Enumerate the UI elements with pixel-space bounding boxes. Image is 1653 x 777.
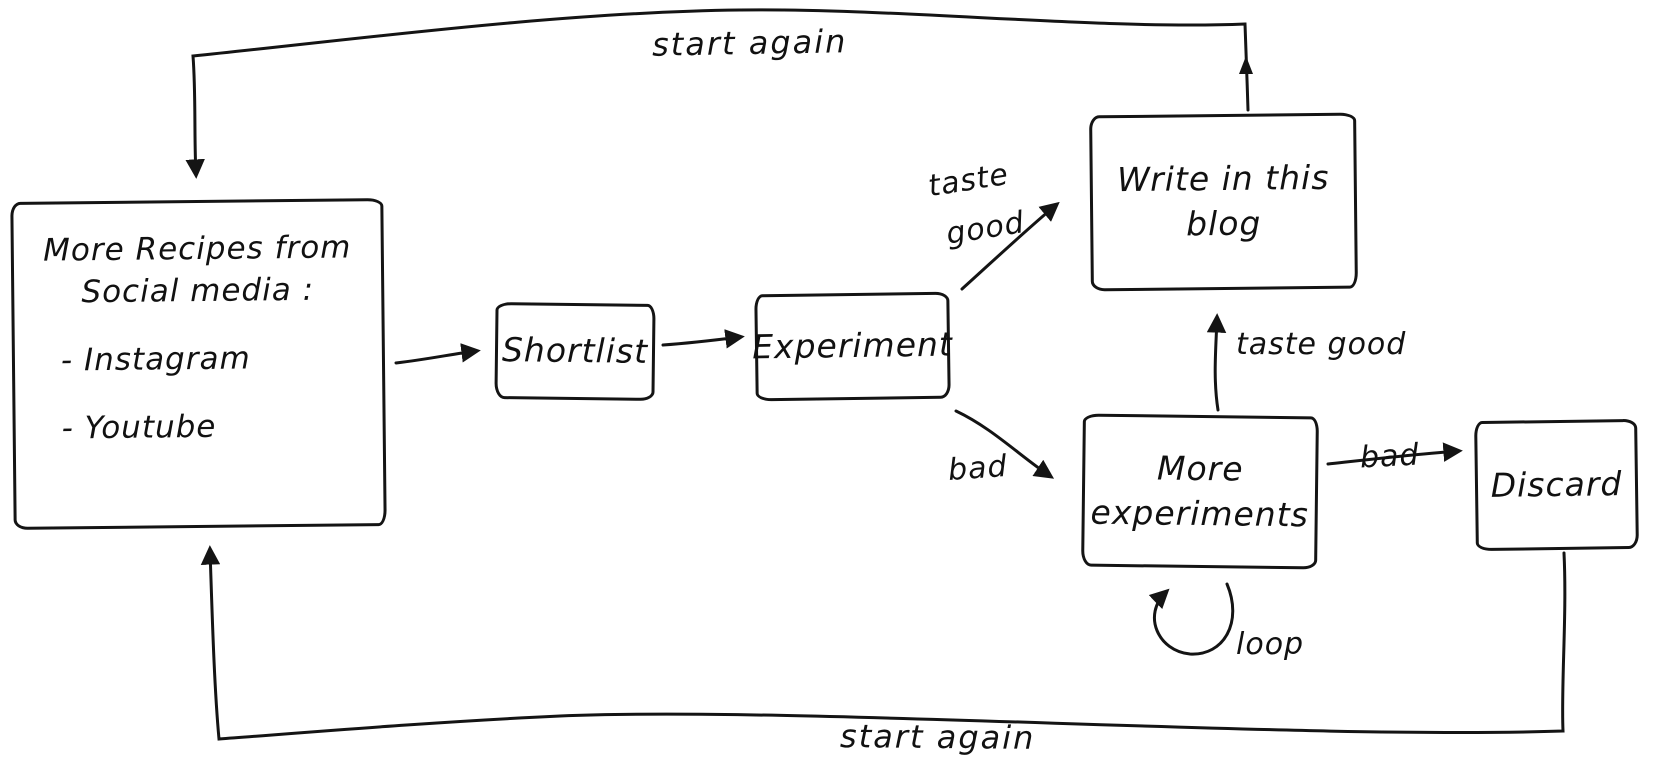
arrow-more-experiments-to-blog-taste-good [1206,313,1227,412]
arrow-shortlist-to-experiment [661,329,745,349]
blog-line-1: Write in this [1116,158,1330,200]
label-loop: loop [1236,627,1305,662]
experiment-label: Experiment [751,324,954,367]
source-bullet-instagram: - Instagram [60,340,251,379]
arrow-more-experiments-to-discard-bad [1326,442,1463,466]
arrow-experiment-to-blog-taste-good [960,201,1060,291]
node-shortlist: Shortlist [494,302,656,401]
source-line-1: More Recipes from [42,229,352,269]
more-experiments-line-2: experiments [1090,492,1310,534]
label-start-again-bottom: start again [839,717,1036,757]
arrow-self-loop [1148,582,1235,656]
blog-line-2: blog [1185,203,1262,244]
source-bullet-youtube: - Youtube [61,408,217,446]
arrow-experiment-to-more-experiments-bad [954,409,1055,479]
arrow-source-to-shortlist [394,343,481,365]
node-discard: Discard [1474,418,1639,552]
source-line-2: Social media : [81,271,315,311]
more-experiments-line-1: More [1156,448,1244,489]
arrow-start-again-bottom [200,545,1567,741]
shortlist-label: Shortlist [501,330,649,372]
source-bullet-list: - Instagram - Youtube [60,312,251,450]
arrow-start-again-top [185,8,1250,179]
node-write-in-this-blog: Write in this blog [1089,112,1358,292]
discard-label: Discard [1490,463,1623,505]
label-taste-good-right: taste good [1236,327,1407,362]
label-bad-to-more-experiments: bad [946,448,1009,489]
node-more-recipes-source: More Recipes from Social media : - Insta… [10,198,387,530]
label-start-again-top: start again [651,22,848,64]
arrowhead-up-blog-exit [1239,56,1253,74]
label-bad-to-discard: bad [1359,437,1421,476]
node-experiment: Experiment [751,291,954,402]
node-more-experiments: More experiments [1081,413,1319,570]
